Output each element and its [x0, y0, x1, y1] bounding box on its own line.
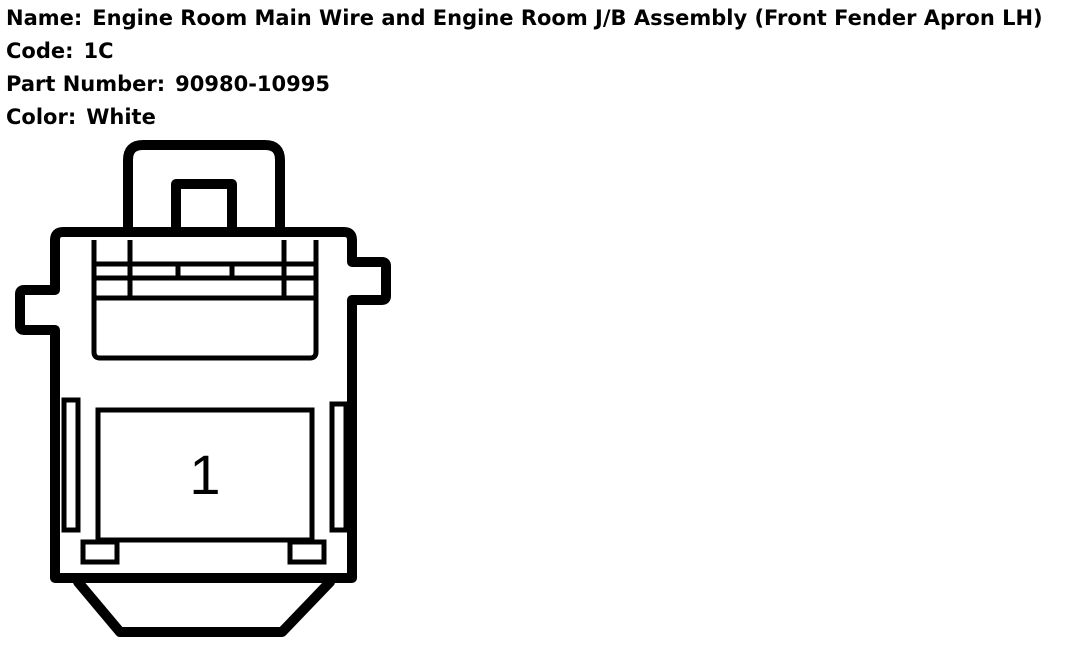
- part-number-row: Part Number: 90980-10995: [6, 68, 1043, 101]
- code-label: Code:: [6, 39, 74, 63]
- lock-tab-left: [80, 539, 120, 565]
- side-rail-right: [329, 401, 349, 533]
- color-label: Color:: [6, 105, 77, 129]
- connector-info: Name: Engine Room Main Wire and Engine Ro…: [6, 2, 1043, 134]
- code-row: Code: 1C: [6, 35, 1043, 68]
- name-row: Name: Engine Room Main Wire and Engine Ro…: [6, 2, 1043, 35]
- connector-latch: [123, 140, 285, 235]
- inner-housing: [91, 240, 319, 361]
- pin-number-1: 1: [189, 443, 220, 506]
- color-value: White: [86, 105, 156, 129]
- code-value: 1C: [83, 39, 114, 63]
- part-number-label: Part Number:: [6, 72, 166, 96]
- part-number-value: 90980-10995: [175, 72, 330, 96]
- name-label: Name:: [6, 6, 83, 30]
- lock-tab-right: [287, 539, 327, 565]
- color-row: Color: White: [6, 101, 1043, 134]
- latch-tab: [171, 179, 237, 237]
- connector-bottom-guide: [73, 577, 335, 637]
- pin-cavity: [95, 407, 315, 543]
- connector-body: [15, 227, 391, 583]
- name-value: Engine Room Main Wire and Engine Room J/…: [92, 6, 1043, 30]
- side-rail-left: [61, 397, 81, 533]
